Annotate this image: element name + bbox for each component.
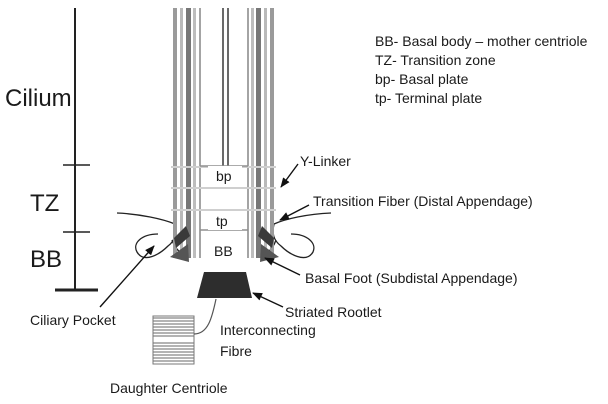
daughter-centriole-label: Daughter Centriole [110, 380, 228, 396]
bp-inner-label: bp [216, 168, 232, 184]
distal-appendage-right [258, 226, 274, 248]
legend-line-3: bp- Basal plate [375, 71, 469, 87]
tz-label: TZ [30, 190, 59, 217]
daughter-centriole [152, 315, 195, 365]
bb-inner-label-bg [205, 239, 245, 261]
interconnecting-label: Interconnecting [220, 322, 316, 338]
tp-label-bg [208, 212, 242, 230]
leader-arrows [99, 163, 310, 308]
fibre-label: Fibre [220, 343, 252, 359]
distal-appendage-left [174, 226, 190, 248]
legend-line-2: TZ- Transition zone [375, 52, 496, 68]
interconnecting-fibre-line [193, 298, 217, 335]
y-linker-label: Y-Linker [300, 153, 351, 169]
bb-inner-label: BB [214, 243, 233, 259]
legend-line-1: BB- Basal body – mother centriole [375, 33, 588, 49]
axoneme [173, 8, 274, 258]
striated-rootlet-label: Striated Rootlet [285, 304, 382, 320]
scale-bar [55, 8, 98, 292]
transition-fiber-label: Transition Fiber (Distal Appendage) [313, 193, 533, 209]
bp-label-bg [208, 166, 242, 186]
bb-label: BB [30, 246, 62, 273]
striated-rootlet [197, 272, 252, 298]
basal-foot-right [260, 244, 279, 262]
ciliary-pocket-label: Ciliary Pocket [30, 312, 116, 328]
basal-foot-label: Basal Foot (Subdistal Appendage) [305, 270, 517, 286]
tp-inner-label: tp [216, 213, 228, 229]
basal-foot-left [170, 244, 189, 262]
cilium-label: Cilium [5, 85, 72, 112]
legend-line-4: tp- Terminal plate [375, 90, 482, 106]
